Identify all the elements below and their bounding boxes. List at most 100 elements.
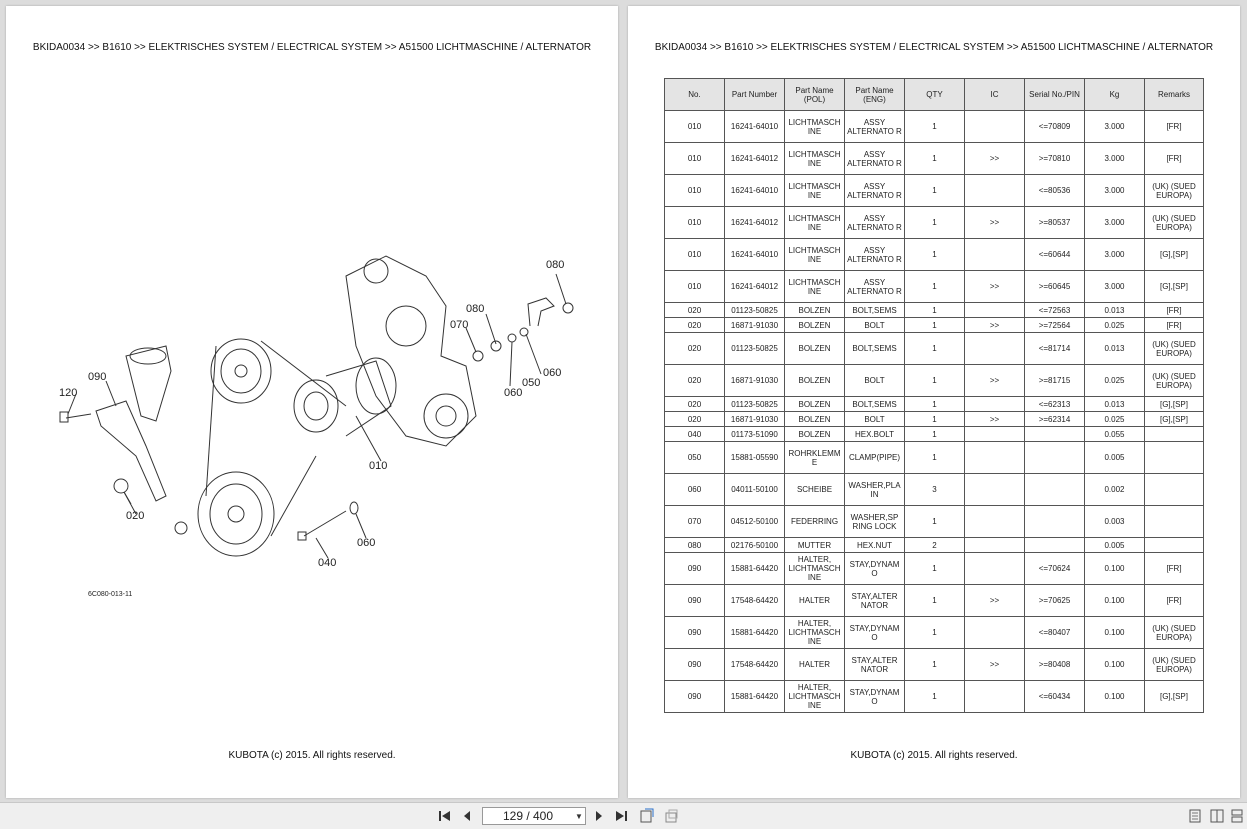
cell-no: 020: [664, 302, 725, 318]
last-page-icon[interactable]: [612, 807, 630, 825]
cell-part-number: 16241-64010: [724, 174, 785, 207]
page-number-select[interactable]: 129 / 400 ▼: [482, 807, 586, 825]
cell-part-name-eng: BOLT,SEMS: [844, 302, 905, 318]
cell-part-number: 15881-64420: [724, 680, 785, 713]
cell-remarks: [FR]: [1144, 552, 1204, 585]
cell-kg: 3.000: [1084, 174, 1145, 207]
cell-kg: 0.025: [1084, 317, 1145, 333]
cell-ic: [964, 505, 1025, 538]
cell-part-number: 04011-50100: [724, 473, 785, 506]
cell-part-name-eng: STAY,DYNAM O: [844, 616, 905, 649]
cell-no: 020: [664, 332, 725, 365]
two-page-icon[interactable]: [1208, 807, 1226, 825]
cell-no: 010: [664, 270, 725, 303]
cell-part-name-eng: BOLT: [844, 364, 905, 397]
col-header-kg: Kg: [1084, 78, 1145, 111]
next-page-icon[interactable]: [590, 807, 608, 825]
cell-qty: 1: [904, 616, 965, 649]
cell-ic: [964, 552, 1025, 585]
cell-remarks: [G],[SP]: [1144, 411, 1204, 427]
cell-remarks: [1144, 473, 1204, 506]
cell-no: 010: [664, 142, 725, 175]
callout-050: 050: [522, 377, 540, 389]
cell-qty: 1: [904, 411, 965, 427]
cell-kg: 0.005: [1084, 537, 1145, 553]
callout-020: 020: [126, 510, 144, 522]
cell-qty: 1: [904, 364, 965, 397]
prev-page-icon[interactable]: [458, 807, 476, 825]
cell-ic: >>: [964, 648, 1025, 681]
col-header-part-name-pol: Part Name (POL): [784, 78, 845, 111]
cell-ic: >>: [964, 317, 1025, 333]
cell-serial: >=72564: [1024, 317, 1085, 333]
cell-no: 010: [664, 110, 725, 143]
cell-remarks: [FR]: [1144, 110, 1204, 143]
cell-ic: [964, 441, 1025, 474]
continuous-icon[interactable]: [1228, 807, 1246, 825]
cell-remarks: [G],[SP]: [1144, 396, 1204, 412]
fit-page-icon[interactable]: [638, 807, 656, 825]
cell-kg: 0.100: [1084, 680, 1145, 713]
cell-qty: 1: [904, 426, 965, 442]
cell-qty: 1: [904, 332, 965, 365]
cell-no: 090: [664, 584, 725, 617]
cell-remarks: [FR]: [1144, 584, 1204, 617]
cell-part-name-pol: HALTER: [784, 584, 845, 617]
copyright-footer: KUBOTA (c) 2015. All rights reserved.: [850, 750, 1018, 761]
cell-part-number: 16241-64010: [724, 238, 785, 271]
parts-table: No. Part Number Part Name (POL) Part Nam…: [664, 78, 1204, 713]
cell-part-name-eng: WASHER,PLA IN: [844, 473, 905, 506]
fit-width-icon[interactable]: [662, 807, 680, 825]
callout-040: 040: [318, 557, 336, 569]
callout-080-top: 080: [546, 259, 564, 271]
cell-part-name-pol: ROHRKLEMM E: [784, 441, 845, 474]
cell-qty: 1: [904, 206, 965, 239]
cell-serial: [1024, 473, 1085, 506]
cell-qty: 1: [904, 270, 965, 303]
document-page-right: BKIDA0034 >> B1610 >> ELEKTRISCHES SYSTE…: [628, 6, 1240, 798]
cell-part-name-eng: ASSY ALTERNATO R: [844, 174, 905, 207]
cell-part-name-pol: BOLZEN: [784, 332, 845, 365]
cell-serial: [1024, 441, 1085, 474]
cell-serial: >=60645: [1024, 270, 1085, 303]
cell-part-name-pol: HALTER, LICHTMASCH INE: [784, 552, 845, 585]
table-header-row: No. Part Number Part Name (POL) Part Nam…: [664, 78, 1204, 111]
callout-120: 120: [59, 387, 77, 399]
copyright-footer: KUBOTA (c) 2015. All rights reserved.: [228, 750, 396, 761]
cell-qty: 1: [904, 584, 965, 617]
diagram-code: 6C080-013-11: [88, 591, 132, 598]
cell-remarks: (UK) (SUED EUROPA): [1144, 174, 1204, 207]
cell-part-name-pol: SCHEIBE: [784, 473, 845, 506]
cell-qty: 1: [904, 317, 965, 333]
cell-part-name-eng: HEX.BOLT: [844, 426, 905, 442]
cell-kg: 3.000: [1084, 142, 1145, 175]
cell-kg: 0.100: [1084, 648, 1145, 681]
cell-qty: 1: [904, 110, 965, 143]
first-page-icon[interactable]: [436, 807, 454, 825]
cell-ic: >>: [964, 411, 1025, 427]
cell-part-name-eng: CLAMP(PIPE): [844, 441, 905, 474]
cell-ic: >>: [964, 364, 1025, 397]
cell-no: 090: [664, 648, 725, 681]
cell-ic: [964, 473, 1025, 506]
single-page-icon[interactable]: [1186, 807, 1204, 825]
cell-part-name-pol: LICHTMASCH INE: [784, 110, 845, 143]
cell-kg: 3.000: [1084, 270, 1145, 303]
cell-part-name-pol: BOLZEN: [784, 302, 845, 318]
cell-serial: >=80537: [1024, 206, 1085, 239]
cell-part-name-eng: STAY,ALTER NATOR: [844, 584, 905, 617]
cell-ic: [964, 332, 1025, 365]
document-page-left: BKIDA0034 >> B1610 >> ELEKTRISCHES SYSTE…: [6, 6, 618, 798]
page-indicator: 129 / 400: [502, 809, 554, 823]
cell-part-name-eng: WASHER,SP RING LOCK: [844, 505, 905, 538]
cell-serial: >=80408: [1024, 648, 1085, 681]
cell-part-number: 16241-64012: [724, 270, 785, 303]
